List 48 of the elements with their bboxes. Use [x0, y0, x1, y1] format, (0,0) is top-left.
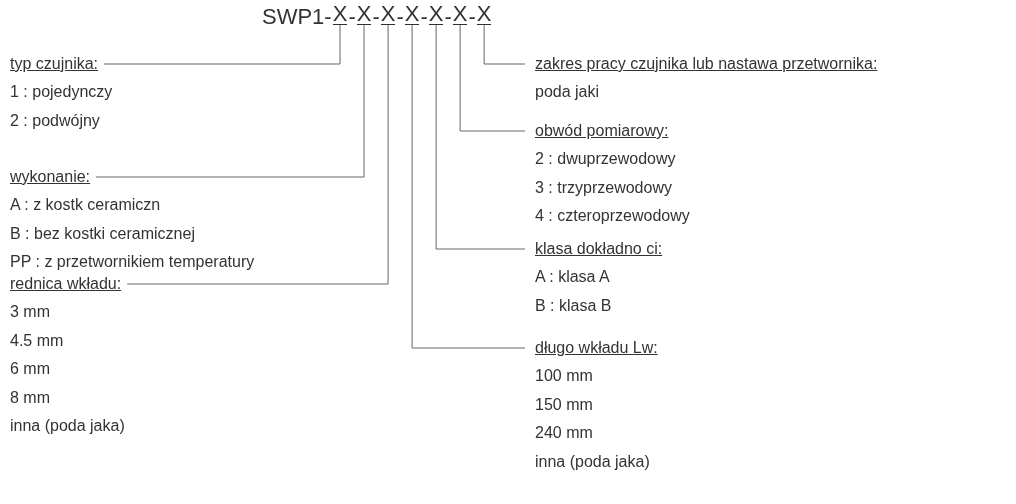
- option-text: A : z kostk ceramiczn: [10, 195, 161, 215]
- category-heading: klasa dokładno ci:: [535, 239, 663, 259]
- option-text: poda jaki: [535, 82, 600, 102]
- option-text: B : klasa B: [535, 295, 612, 316]
- leader-line: [411, 24, 526, 349]
- separator-dash: -: [468, 3, 476, 31]
- option-text: B : bez kostki ceramicznej: [10, 223, 195, 244]
- separator-dash: -: [396, 3, 404, 31]
- code-prefix: SWP1-: [262, 3, 332, 31]
- option-text: PP : z przetwornikiem temperatury: [10, 252, 255, 272]
- option-text: 2 : podwójny: [10, 110, 100, 131]
- separator-dash: -: [348, 3, 356, 31]
- option-text: 6 mm: [10, 359, 50, 379]
- fill-in-field: X: [380, 3, 396, 25]
- option-text: A : klasa A: [535, 267, 610, 287]
- option-text: inna (poda jaka): [535, 451, 650, 472]
- option-text: 240 mm: [535, 423, 593, 443]
- leader-line: [126, 24, 389, 285]
- option-text: 150 mm: [535, 394, 593, 415]
- separator-dash: -: [372, 3, 380, 31]
- category-heading: typ czujnika:: [10, 54, 99, 74]
- fill-in-field: X: [476, 3, 492, 25]
- option-text: 3 mm: [10, 302, 50, 322]
- option-text: 1 : pojedynczy: [10, 82, 113, 102]
- option-text: 100 mm: [535, 366, 593, 386]
- category-heading: rednica wkładu:: [10, 274, 122, 294]
- leader-line: [95, 24, 365, 178]
- category-heading: obwód pomiarowy:: [535, 121, 669, 141]
- fill-in-field: X: [452, 3, 468, 25]
- option-text: 8 mm: [10, 387, 50, 408]
- leader-line: [483, 24, 526, 65]
- leader-line: [103, 24, 341, 65]
- leader-line: [459, 24, 526, 132]
- option-text: inna (poda jaka): [10, 416, 125, 436]
- category-heading: wykonanie:: [10, 167, 91, 187]
- separator-dash: -: [444, 3, 452, 31]
- option-text: 4.5 mm: [10, 330, 64, 351]
- fill-in-field: X: [356, 3, 372, 25]
- separator-dash: -: [420, 3, 428, 31]
- category-heading: zakres pracy czujnika lub nastawa przetwornika:: [535, 54, 878, 74]
- option-text: 2 : dwuprzewodowy: [535, 149, 676, 169]
- fill-in-field: X: [404, 3, 420, 25]
- leader-line: [435, 24, 526, 250]
- category-heading: długo wkładu Lw:: [535, 338, 658, 358]
- option-text: 3 : trzyprzewodowy: [535, 177, 672, 198]
- fill-in-field: X: [428, 3, 444, 25]
- fill-in-field: X: [332, 3, 348, 25]
- option-text: 4 : czteroprzewodowy: [535, 206, 690, 226]
